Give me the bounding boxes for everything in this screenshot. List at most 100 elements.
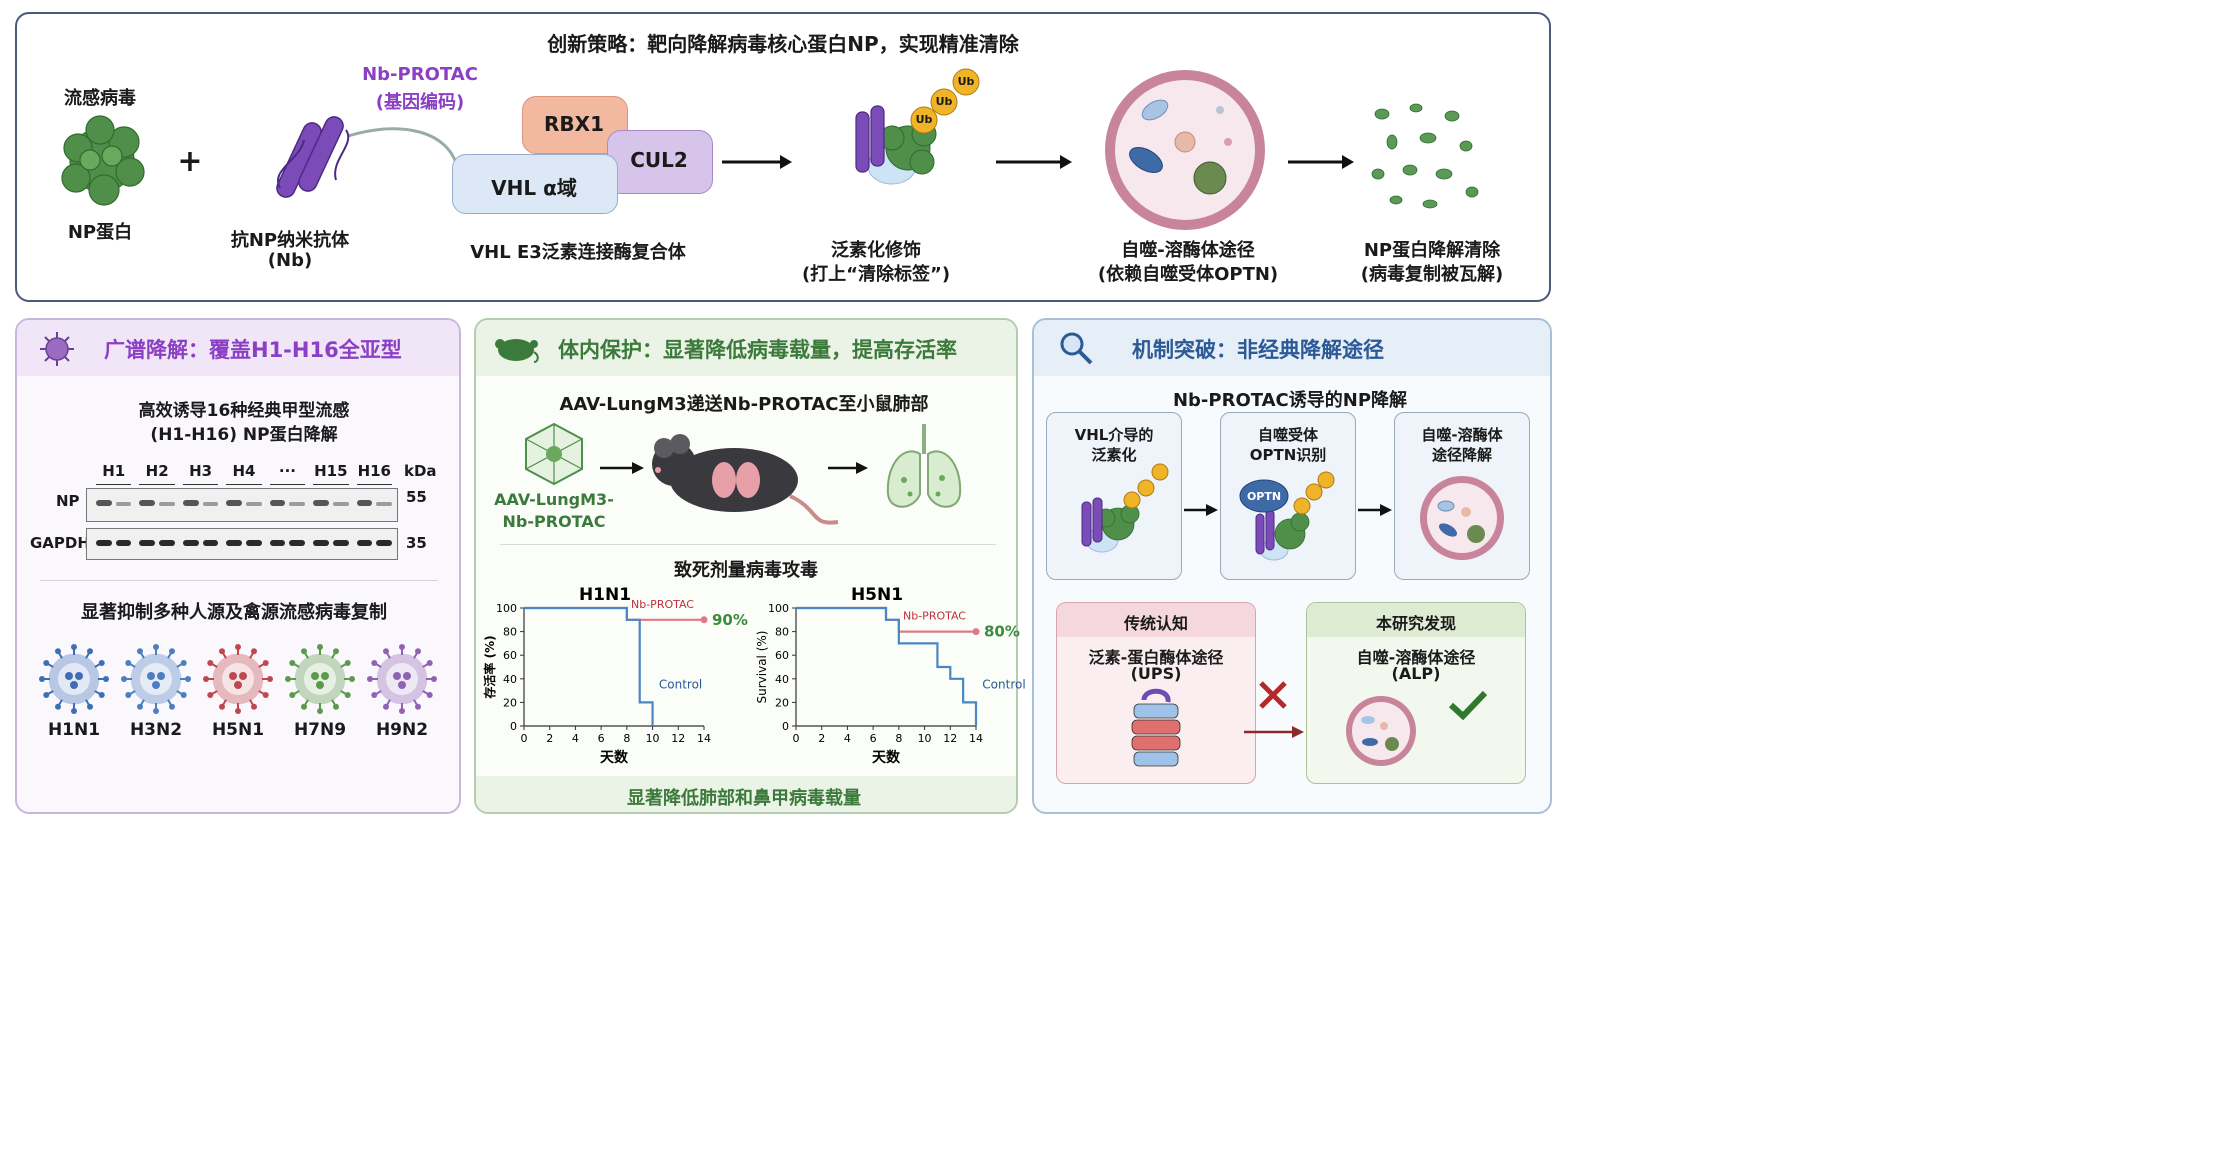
x-tick-label: 0 xyxy=(793,732,800,745)
strain-virus-icon xyxy=(39,644,109,714)
clear-label-2: (病毒复制被瓦解) xyxy=(1360,264,1504,285)
gapdh-band xyxy=(182,540,199,546)
box1-line1: VHL介导的 xyxy=(1074,426,1154,444)
ub-tag-3: Ub xyxy=(957,75,975,88)
autolysosome-icon xyxy=(1105,70,1265,230)
nb-label-1: 抗NP纳米抗体 xyxy=(230,230,350,251)
box2-line1: 自噬受体 xyxy=(1257,426,1319,444)
arrow-right-icon xyxy=(722,155,792,169)
np-band xyxy=(376,502,392,506)
broad-title: 广谱降解：覆盖H1-H16全亚型 xyxy=(104,338,402,362)
y-tick-label: 100 xyxy=(496,602,517,615)
x-tick-label: 12 xyxy=(671,732,685,745)
np-band xyxy=(182,500,199,506)
y-tick-label: 60 xyxy=(503,649,517,662)
x-tick-label: 8 xyxy=(895,732,902,745)
arrow-right-icon xyxy=(1184,504,1218,516)
gapdh-band xyxy=(96,540,112,546)
gapdh-band xyxy=(246,540,262,546)
mechanism-title: 机制突破：非经典降解途径 xyxy=(1132,338,1384,362)
x-tick-label: 14 xyxy=(969,732,983,745)
new-line2: (ALP) xyxy=(1391,664,1441,683)
aav-label-1: AAV-LungM3- xyxy=(494,490,614,509)
plus-sign: + xyxy=(177,144,203,179)
lane-label: H16 xyxy=(357,462,391,480)
rbx1-label: RBX1 xyxy=(544,112,604,136)
mouse-lungs-illustration xyxy=(652,434,839,525)
lane-label: H15 xyxy=(314,462,348,480)
arrow-right-icon xyxy=(1244,726,1304,738)
cul2-subunit xyxy=(607,130,713,194)
strain-virus-icon xyxy=(285,644,355,714)
gapdh-band xyxy=(139,540,156,546)
series-line-control xyxy=(524,606,654,726)
gapdh-band-label: GAPDH xyxy=(30,534,90,552)
box3-line1: 自噬-溶酶体 xyxy=(1421,426,1503,444)
y-tick-label: 20 xyxy=(775,696,789,709)
new-line1: 自噬-溶酶体途径 xyxy=(1356,648,1476,667)
in-vivo-footer-band xyxy=(476,776,1016,812)
y-tick-label: 40 xyxy=(503,673,517,686)
strategy-title: 创新策略：靶向降解病毒核心蛋白NP，实现精准清除 xyxy=(547,32,1019,56)
auto-label-1: 自噬-溶酶体途径 xyxy=(1121,240,1255,261)
strain-label: H9N2 xyxy=(375,720,429,740)
auto-label-2: (依赖自噬受体OPTN) xyxy=(1097,264,1279,285)
mid-divider xyxy=(500,544,996,545)
series-name-label: Control xyxy=(659,678,702,692)
check-icon xyxy=(1448,690,1488,721)
trad-title: 传统认知 xyxy=(1123,614,1189,633)
broad-sub-2: (H1-H16) NP蛋白降解 xyxy=(150,425,338,445)
in-vivo-panel xyxy=(474,318,1018,814)
mw-35-label: 35 xyxy=(406,534,427,552)
x-tick-label: 2 xyxy=(546,732,553,745)
autolysosome-small-icon xyxy=(1420,476,1504,560)
broad-sub-1: 高效诱导16种经典甲型流感 xyxy=(138,401,350,421)
lane-label: ··· xyxy=(278,462,296,480)
nb-label-2: (Nb) xyxy=(267,250,313,271)
suppress-text: 显著抑制多种人源及禽源流感病毒复制 xyxy=(81,602,387,623)
traditional-header xyxy=(1057,603,1255,637)
np-band xyxy=(332,502,349,506)
strain-label: H7N9 xyxy=(293,720,347,740)
strain-virus-icon xyxy=(121,644,191,714)
survival-end-label: 90% xyxy=(712,611,748,629)
series-end-point xyxy=(972,628,980,636)
delivery-text: AAV-LungM3递送Nb-PROTAC至小鼠肺部 xyxy=(559,394,929,415)
ubiq-label-2: (打上“清除标签”) xyxy=(801,264,951,285)
gapdh-band xyxy=(202,540,219,546)
kda-label: kDa xyxy=(404,462,437,480)
np-band xyxy=(246,502,262,506)
box2-line2: OPTN识别 xyxy=(1249,446,1327,464)
series-line-control xyxy=(796,606,978,726)
survival-end-label: 80% xyxy=(984,623,1020,641)
in-vivo-header-band xyxy=(476,320,1016,376)
arrow-right-icon xyxy=(1288,155,1354,169)
mechanism-subtitle: Nb-PROTAC诱导的NP降解 xyxy=(1172,390,1408,411)
np-band xyxy=(96,500,112,506)
ubiquitinated-np-icon xyxy=(855,68,980,185)
lane-underline xyxy=(139,484,175,485)
gapdh-blot xyxy=(86,528,398,560)
strain-label: H1N1 xyxy=(47,720,101,740)
complex-label: VHL E3泛素连接酶复合体 xyxy=(470,242,686,263)
x-tick-label: 8 xyxy=(623,732,630,745)
proteasome-icon xyxy=(1131,688,1181,767)
gapdh-band xyxy=(226,540,242,546)
x-axis-label: 天数 xyxy=(872,749,901,766)
series-name-label: Nb-PROTAC xyxy=(631,598,694,611)
x-tick-label: 10 xyxy=(646,732,660,745)
strain-virus-icon xyxy=(367,644,437,714)
cul2-label: CUL2 xyxy=(630,148,688,172)
trad-line2: (UPS) xyxy=(1130,664,1182,683)
gapdh-band xyxy=(159,540,175,546)
gapdh-band xyxy=(289,540,306,546)
ub-tag-2: Ub xyxy=(935,95,953,108)
lane-underline xyxy=(182,484,219,485)
x-tick-label: 2 xyxy=(818,732,825,745)
strain-virus-icon xyxy=(203,644,273,714)
np-band xyxy=(269,500,286,506)
np-band xyxy=(356,500,373,506)
np-band xyxy=(226,500,242,506)
